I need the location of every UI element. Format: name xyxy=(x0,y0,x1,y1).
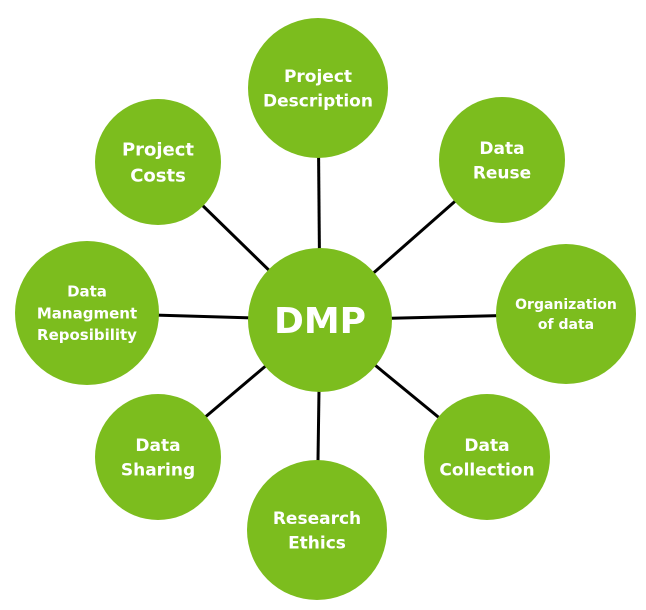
node-label-line: Research xyxy=(273,509,361,529)
node-label-line: Data xyxy=(464,436,509,456)
node-circle xyxy=(95,394,221,520)
center-node-dmp: DMP xyxy=(248,248,392,392)
node-circle xyxy=(247,460,387,600)
node-label-line: Organization xyxy=(515,297,617,313)
node-label-line: Data xyxy=(67,283,107,301)
node-label-line: Data xyxy=(479,139,524,159)
node-label-line: Costs xyxy=(130,166,186,187)
node-circle xyxy=(424,394,550,520)
node-label-line: Reuse xyxy=(473,163,531,183)
node-label-line: Sharing xyxy=(121,460,195,480)
node-label-line: Project xyxy=(284,67,352,87)
node-circle xyxy=(248,18,388,158)
node-circle xyxy=(95,99,221,225)
node-circle xyxy=(15,241,159,385)
node-label-line: Ethics xyxy=(288,533,346,553)
center-label: DMP xyxy=(274,301,366,342)
node-label-line: Collection xyxy=(439,460,534,480)
node-label-line: Description xyxy=(263,91,373,111)
node-label-line: Data xyxy=(135,436,180,456)
node-label-line: Reposibility xyxy=(37,326,137,344)
node-circle xyxy=(439,97,565,223)
center-circle xyxy=(248,248,392,392)
node-label-line: of data xyxy=(538,317,594,333)
node-label-line: Project xyxy=(122,139,194,160)
node-circle xyxy=(496,244,636,384)
node-organization-of-data: Organization of data xyxy=(496,244,636,384)
node-label-line: Managment xyxy=(37,304,137,322)
